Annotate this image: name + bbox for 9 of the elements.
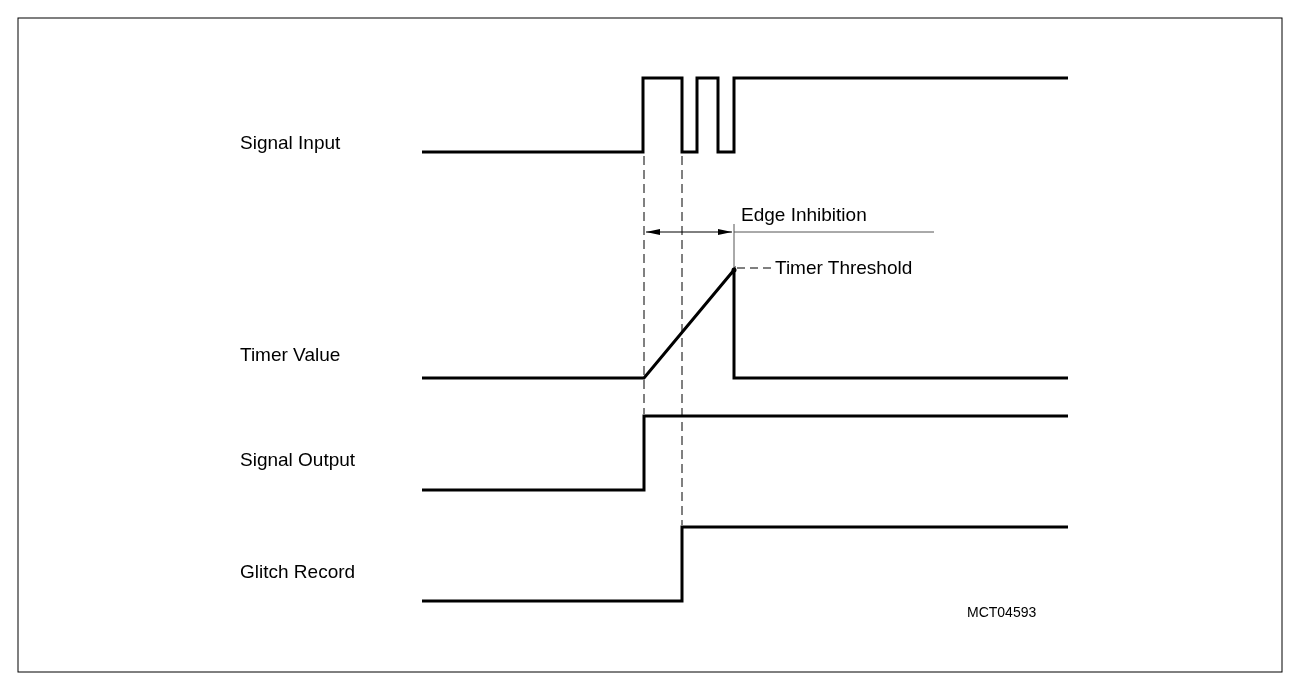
row-label: Timer Value (240, 344, 341, 366)
row-label: Glitch Record (240, 561, 356, 583)
row-label: Signal Output (240, 449, 356, 471)
figure-code: MCT04593 (967, 604, 1037, 620)
dimension-label: Edge Inhibition (741, 204, 867, 226)
row-label: Signal Input (240, 132, 341, 154)
leader-line (736, 267, 772, 269)
callout-label: Timer Threshold (775, 257, 913, 279)
threshold-point (731, 267, 737, 273)
